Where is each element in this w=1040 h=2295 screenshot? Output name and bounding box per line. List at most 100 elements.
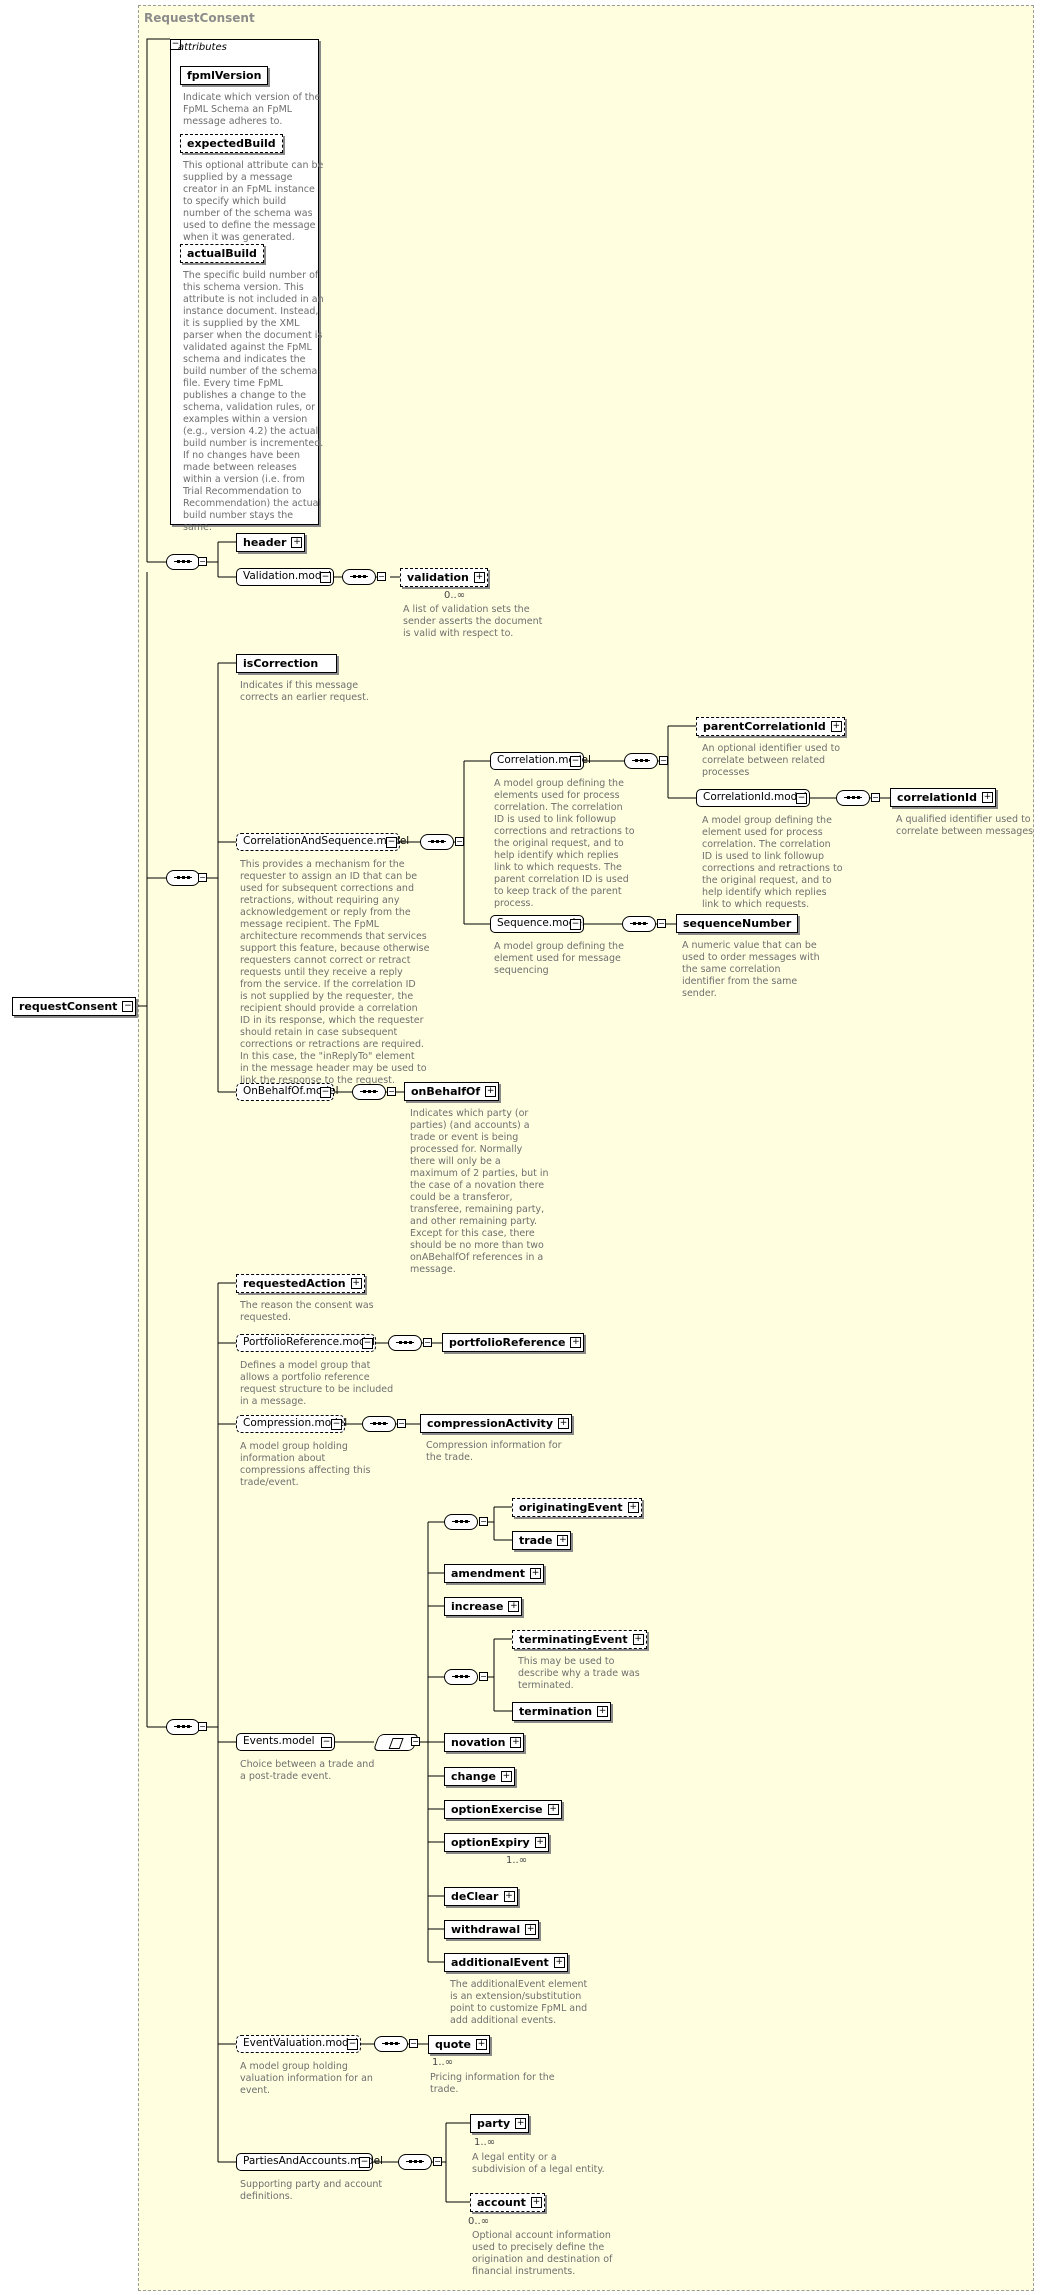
- collapse-icon[interactable]: −: [397, 1419, 406, 1428]
- collapse-icon[interactable]: −: [479, 1672, 488, 1681]
- collapse-icon[interactable]: −: [198, 873, 207, 882]
- collapse-icon[interactable]: −: [359, 2157, 370, 2168]
- group-validation-model[interactable]: Validation.model−: [236, 568, 334, 586]
- collapse-icon[interactable]: −: [387, 1087, 396, 1096]
- collapse-icon[interactable]: −: [871, 793, 880, 802]
- collapse-icon[interactable]: −: [377, 572, 386, 581]
- element-sequencenumber[interactable]: sequenceNumber: [676, 914, 799, 933]
- collapse-icon[interactable]: −: [347, 2039, 358, 2050]
- attribute-actualbuild[interactable]: actualBuild: [180, 244, 264, 263]
- element-iscorrection-label: isCorrection: [243, 657, 319, 670]
- group-onbehalfof-model[interactable]: OnBehalfOf.model−: [236, 1083, 339, 1101]
- group-correlationandsequence-model[interactable]: CorrelationAndSequence.model−: [236, 833, 409, 851]
- element-header[interactable]: header+: [236, 533, 306, 552]
- element-originatingevent[interactable]: originatingEvent+: [512, 1498, 642, 1517]
- collapse-icon[interactable]: −: [170, 39, 181, 50]
- group-compression-model[interactable]: Compression.model−: [236, 1415, 347, 1433]
- element-trade[interactable]: trade +: [512, 1531, 572, 1550]
- group-partiesandaccounts-model[interactable]: PartiesAndAccounts.model−: [236, 2153, 383, 2171]
- element-trade-label: trade: [519, 1534, 553, 1547]
- expand-icon[interactable]: +: [291, 537, 303, 548]
- group-eventvaluation-model[interactable]: EventValuation.model−: [236, 2035, 361, 2053]
- group-correlation-model-label: Correlation.model: [497, 754, 591, 766]
- expand-icon[interactable]: +: [525, 1924, 537, 1935]
- collapse-icon[interactable]: −: [320, 572, 331, 583]
- element-requestedaction[interactable]: requestedAction+: [236, 1274, 365, 1293]
- expand-icon[interactable]: +: [597, 1706, 609, 1717]
- element-quote[interactable]: quote+: [428, 2035, 490, 2054]
- expand-icon[interactable]: +: [557, 1535, 569, 1546]
- collapse-icon[interactable]: −: [659, 756, 668, 765]
- collapse-icon[interactable]: −: [122, 1001, 134, 1012]
- element-party[interactable]: party+: [470, 2114, 530, 2133]
- element-iscorrection[interactable]: isCorrection: [236, 654, 338, 673]
- collapse-icon[interactable]: −: [455, 837, 464, 846]
- group-correlation-model[interactable]: Correlation.model−: [490, 752, 591, 770]
- expand-icon[interactable]: +: [503, 1891, 515, 1902]
- element-parentcorrelationid[interactable]: parentCorrelationId+: [696, 717, 845, 736]
- collapse-icon[interactable]: −: [321, 1737, 332, 1748]
- expand-icon[interactable]: +: [508, 1601, 520, 1612]
- collapse-icon[interactable]: −: [479, 1517, 488, 1526]
- group-sequence-model[interactable]: Sequence.model−: [490, 915, 585, 933]
- collapse-icon[interactable]: −: [409, 2039, 418, 2048]
- expand-icon[interactable]: +: [500, 1771, 512, 1782]
- element-optionexpiry[interactable]: optionExpiry+: [444, 1833, 549, 1852]
- expand-icon[interactable]: +: [632, 1634, 644, 1645]
- collapse-icon[interactable]: −: [657, 919, 666, 928]
- element-withdrawal[interactable]: withdrawal+: [444, 1920, 540, 1939]
- element-onbehalfof[interactable]: onBehalfOf+: [404, 1082, 500, 1101]
- element-terminatingevent[interactable]: terminatingEvent+: [512, 1630, 647, 1649]
- element-termination[interactable]: termination+: [512, 1702, 612, 1721]
- collapse-icon[interactable]: −: [198, 557, 207, 566]
- collapse-icon[interactable]: −: [386, 837, 397, 848]
- element-novation[interactable]: novation+: [444, 1733, 525, 1752]
- element-change[interactable]: change+: [444, 1767, 515, 1786]
- collapse-icon[interactable]: −: [320, 1087, 331, 1098]
- element-increase[interactable]: increase+: [444, 1597, 523, 1616]
- expand-icon[interactable]: +: [627, 1502, 639, 1513]
- collapse-icon[interactable]: −: [331, 1419, 342, 1430]
- expand-icon[interactable]: +: [475, 2039, 487, 2050]
- collapse-icon[interactable]: −: [411, 1737, 420, 1746]
- collapse-icon[interactable]: −: [423, 1338, 432, 1347]
- group-correlationid-model[interactable]: CorrelationId.model−: [696, 789, 810, 807]
- group-correlationandsequence-model-doc: This provides a mechanism for the reques…: [240, 859, 430, 1086]
- element-declear[interactable]: deClear+: [444, 1887, 518, 1906]
- expand-icon[interactable]: +: [553, 1957, 565, 1968]
- expand-icon[interactable]: +: [830, 721, 842, 732]
- expand-icon[interactable]: +: [530, 1568, 542, 1579]
- expand-icon[interactable]: +: [473, 572, 485, 583]
- collapse-icon[interactable]: −: [570, 919, 581, 930]
- expand-icon[interactable]: +: [570, 1337, 582, 1348]
- expand-icon[interactable]: +: [515, 2118, 527, 2129]
- expand-icon[interactable]: +: [557, 1418, 569, 1429]
- expand-icon[interactable]: +: [534, 1837, 546, 1848]
- collapse-icon[interactable]: −: [198, 1722, 207, 1731]
- root-element-requestconsent[interactable]: requestConsent −: [12, 997, 137, 1016]
- frame-title: RequestConsent: [144, 11, 255, 25]
- group-events-model[interactable]: Events.model−: [236, 1733, 335, 1751]
- collapse-icon[interactable]: −: [362, 1338, 373, 1349]
- collapse-icon[interactable]: −: [796, 793, 807, 804]
- expand-icon[interactable]: +: [547, 1804, 559, 1815]
- element-correlationid[interactable]: correlationId+: [890, 788, 996, 807]
- expand-icon[interactable]: +: [350, 1278, 362, 1289]
- collapse-icon[interactable]: −: [433, 2157, 442, 2166]
- element-optionexercise[interactable]: optionExercise+: [444, 1800, 562, 1819]
- expand-icon[interactable]: +: [530, 2197, 542, 2208]
- element-portfolioreference[interactable]: portfolioReference+: [442, 1333, 585, 1352]
- attribute-fpmlversion[interactable]: fpmlVersion: [180, 66, 269, 85]
- sequence-compositor: [624, 753, 658, 769]
- element-account[interactable]: account+: [470, 2193, 545, 2212]
- expand-icon[interactable]: +: [485, 1086, 497, 1097]
- collapse-icon[interactable]: −: [570, 756, 581, 767]
- element-compressionactivity[interactable]: compressionActivity+: [420, 1414, 572, 1433]
- expand-icon[interactable]: +: [981, 792, 993, 803]
- group-portfolioreference-model[interactable]: PortfolioReference.model−: [236, 1334, 376, 1352]
- attribute-expectedbuild[interactable]: expectedBuild: [180, 134, 283, 153]
- element-amendment[interactable]: amendment+: [444, 1564, 545, 1583]
- element-additionalevent[interactable]: additionalEvent+: [444, 1953, 568, 1972]
- element-validation[interactable]: validation+: [400, 568, 488, 587]
- expand-icon[interactable]: +: [510, 1737, 522, 1748]
